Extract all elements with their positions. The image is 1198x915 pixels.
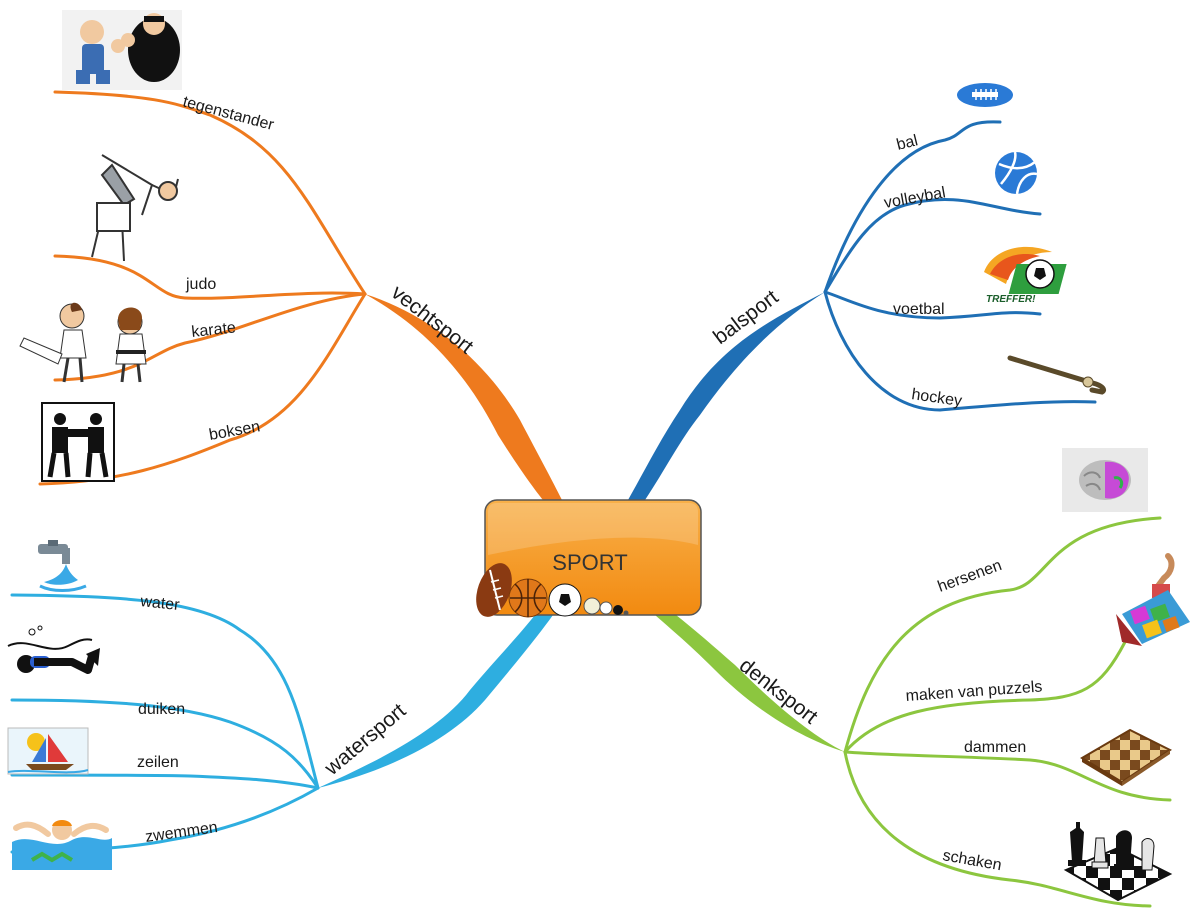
sports-balls-icon [476,563,629,618]
sailboat-icon [7,727,89,775]
water-tap-icon [38,540,87,592]
branch-denksport: denksport hersenen maken van puzzels dam… [655,448,1190,908]
branch-label-vechtsport: vechtsport [387,281,478,359]
branch-vechtsport: vechtsport tegenstander judo karate boks… [19,10,562,500]
voetbal-caption: TREFFER! [986,294,1036,305]
checkerboard-icon [1080,728,1172,786]
main-branch-denksport [655,615,845,752]
main-branch-balsport [628,292,825,500]
swimmer-icon [12,820,112,870]
leaf-label-hersenen: hersenen [936,557,1005,596]
karate-kids-icon [19,302,147,383]
center-title: SPORT [552,550,627,575]
puzzle-icon [1116,553,1190,646]
leaf-label-water: water [139,593,181,614]
branch-watersport: watersport water duiken zeilen zwemmen [7,540,553,870]
chess-icon [1063,822,1173,902]
volleyball-icon [995,151,1038,195]
leaf-label-duiken: duiken [138,701,185,718]
football-icon [957,83,1013,107]
leaf-label-bal: bal [895,132,920,154]
leaf-label-voetbal: voetbal [893,301,945,318]
soccer-ball-icon: TREFFER! [984,246,1067,305]
leaf-label-schaken: schaken [941,847,1003,874]
leaf-label-zwemmen: zwemmen [144,819,219,846]
center-node: SPORT [476,499,702,618]
hockey-stick-icon [1007,355,1107,395]
judo-throw-icon [91,154,179,262]
branch-balsport: balsport bal volleybal voetbal hockey TR… [628,83,1107,500]
leaf-label-karate: karate [191,319,237,341]
boxing-pictogram-icon [41,402,115,482]
boxing-cartoon-icon [62,10,182,90]
main-branch-watersport [318,615,553,788]
leaf-label-judo: judo [185,276,216,293]
leaf-label-hockey: hockey [910,386,963,410]
brain-icon [1062,448,1148,512]
leaf-label-zeilen: zeilen [137,754,179,771]
diver-icon [7,625,100,674]
main-branch-vechtsport [365,294,562,500]
leaf-label-tegenstander: tegenstander [181,93,276,134]
leaf-label-dammen: dammen [964,739,1026,756]
leaf-label-volleybal: volleybal [883,184,947,212]
